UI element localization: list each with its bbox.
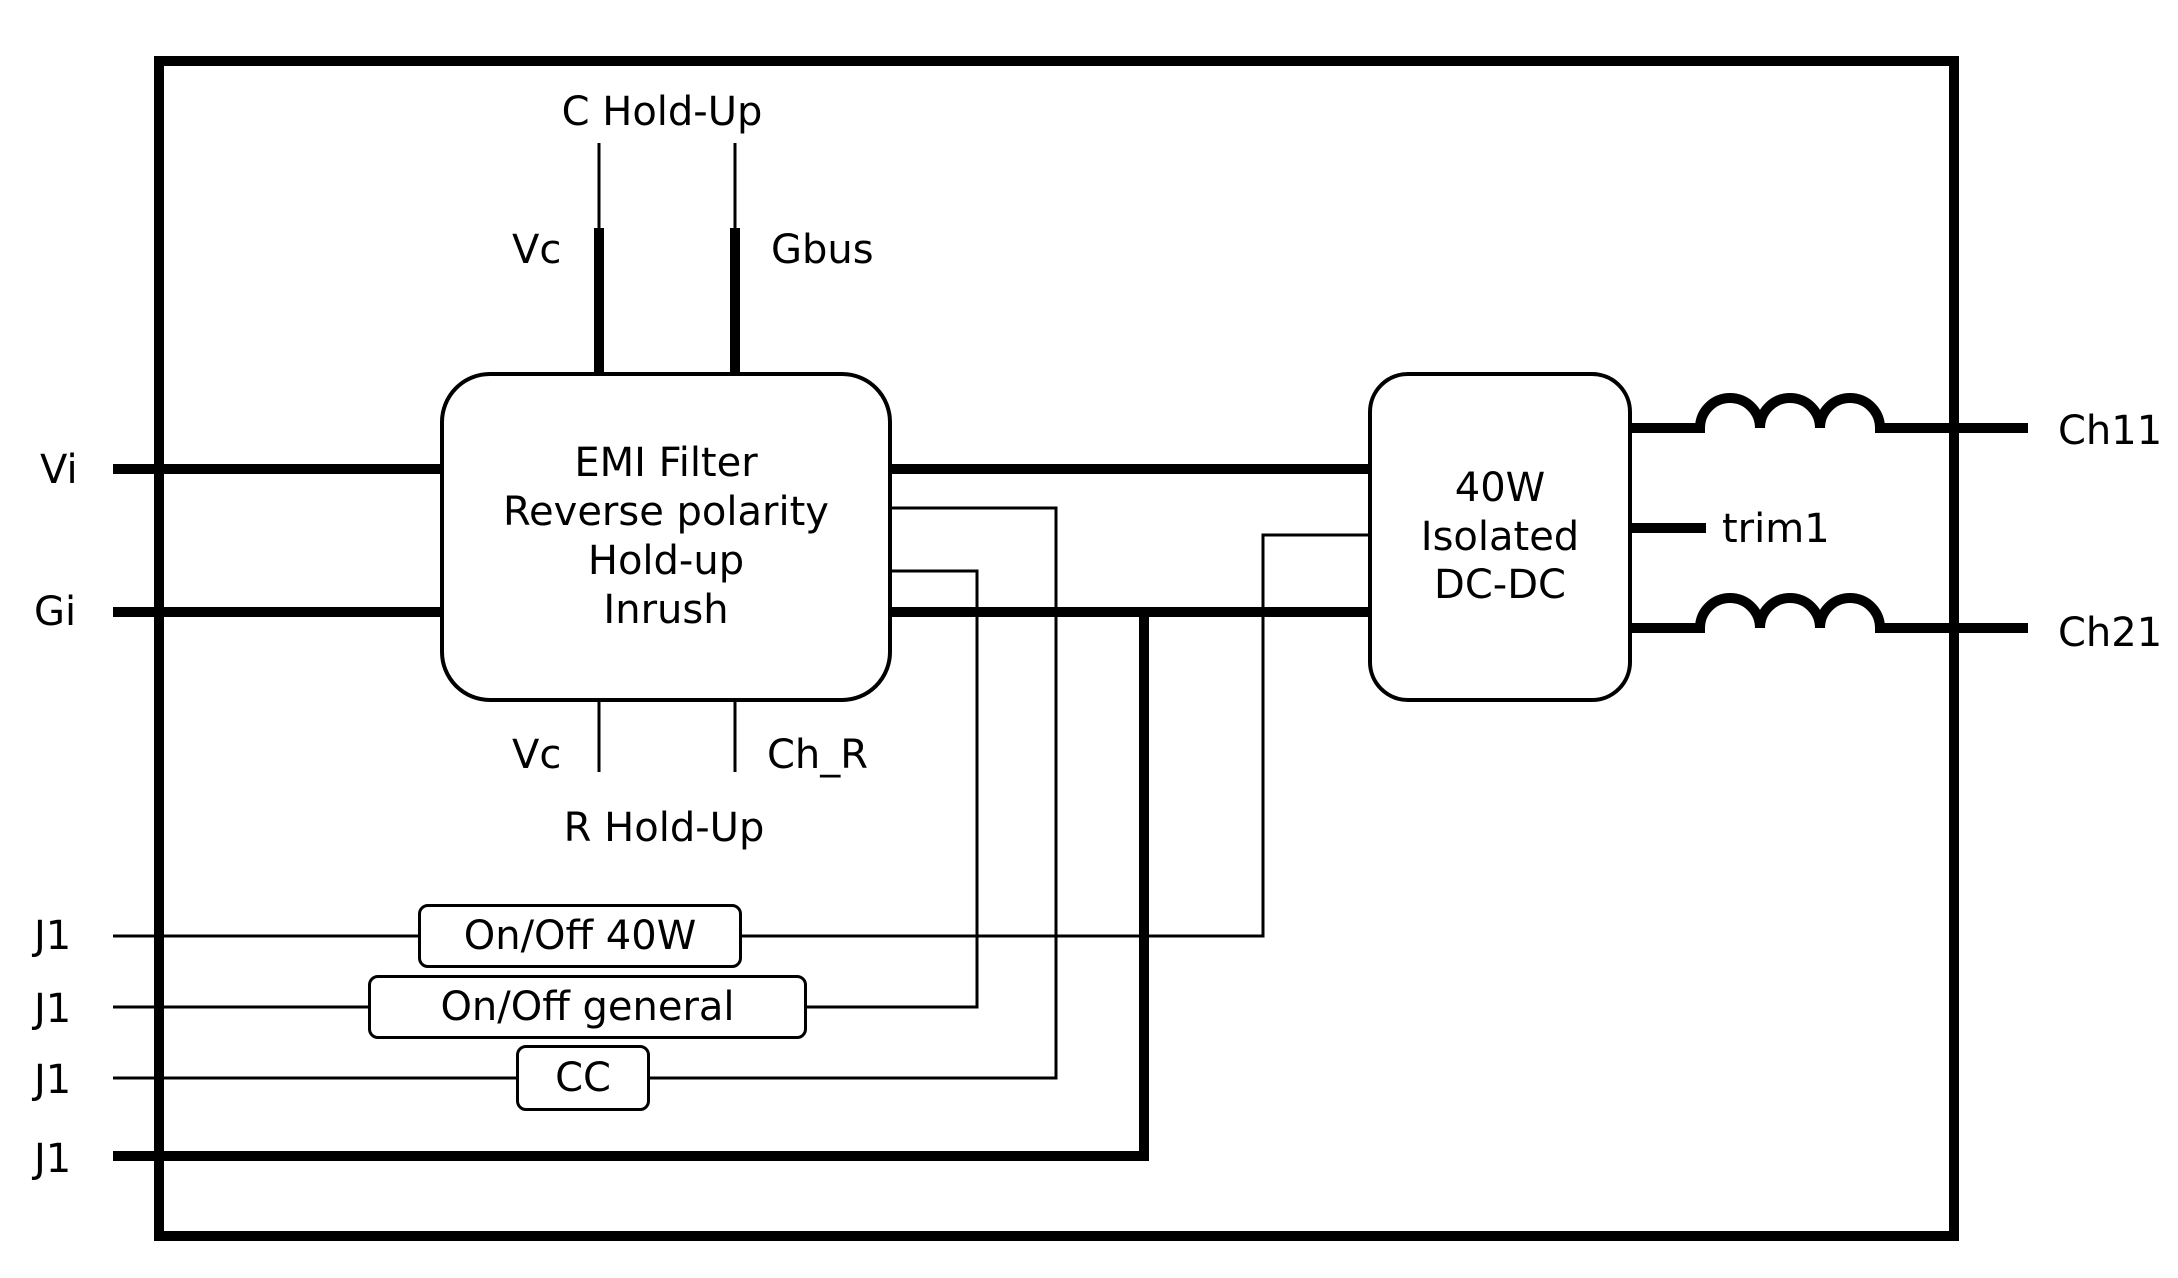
ch21-label: Ch21 [2058, 610, 2163, 656]
c-holdup-label: C Hold-Up [561, 89, 763, 135]
ground-to-j1-bus [113, 612, 1149, 1161]
ch11-label: Ch11 [2058, 408, 2163, 454]
onoff-general-label: On/Off general [440, 984, 735, 1030]
vi-label: Vi [40, 447, 78, 493]
dcdc-converter-block: 40W Isolated DC-DC [1368, 372, 1632, 702]
j1-label-4: J1 [34, 1136, 72, 1182]
j1-label-2: J1 [34, 986, 72, 1032]
emi-filter-block: EMI Filter Reverse polarity Hold-up Inru… [440, 372, 892, 702]
emi-line-4: Inrush [603, 586, 729, 633]
cc-signal-wire [648, 506, 1058, 1080]
dcdc-line-1: 40W [1454, 464, 1546, 511]
r-holdup-label: R Hold-Up [563, 805, 765, 851]
gbus-label: Gbus [771, 227, 874, 273]
onoff-general-signal-wire [805, 569, 979, 1009]
trim1-label: trim1 [1722, 506, 1830, 552]
dcdc-line-2: Isolated [1420, 513, 1580, 560]
module-enclosure [154, 56, 1959, 1241]
dcdc-line-3: DC-DC [1434, 562, 1566, 609]
ch-r-label: Ch_R [767, 732, 869, 778]
onoff-40w-signal-wire [740, 533, 1370, 938]
vc-top-label: Vc [512, 227, 562, 273]
onoff-general-box: On/Off general [368, 975, 807, 1039]
gi-label: Gi [34, 589, 77, 635]
onoff-40w-label: On/Off 40W [463, 913, 697, 959]
emi-line-3: Hold-up [587, 538, 745, 584]
emi-line-1: EMI Filter [574, 440, 758, 487]
vc-bottom-label: Vc [512, 732, 562, 778]
j1-label-1: J1 [34, 913, 72, 959]
emi-line-2: Reverse polarity [503, 489, 829, 536]
ch11-inductor [1630, 393, 2028, 433]
cc-label: CC [555, 1055, 611, 1101]
j1-label-3: J1 [34, 1057, 72, 1103]
onoff-40w-box: On/Off 40W [418, 904, 742, 968]
cc-box: CC [516, 1045, 650, 1111]
ch21-inductor [1630, 593, 2028, 633]
